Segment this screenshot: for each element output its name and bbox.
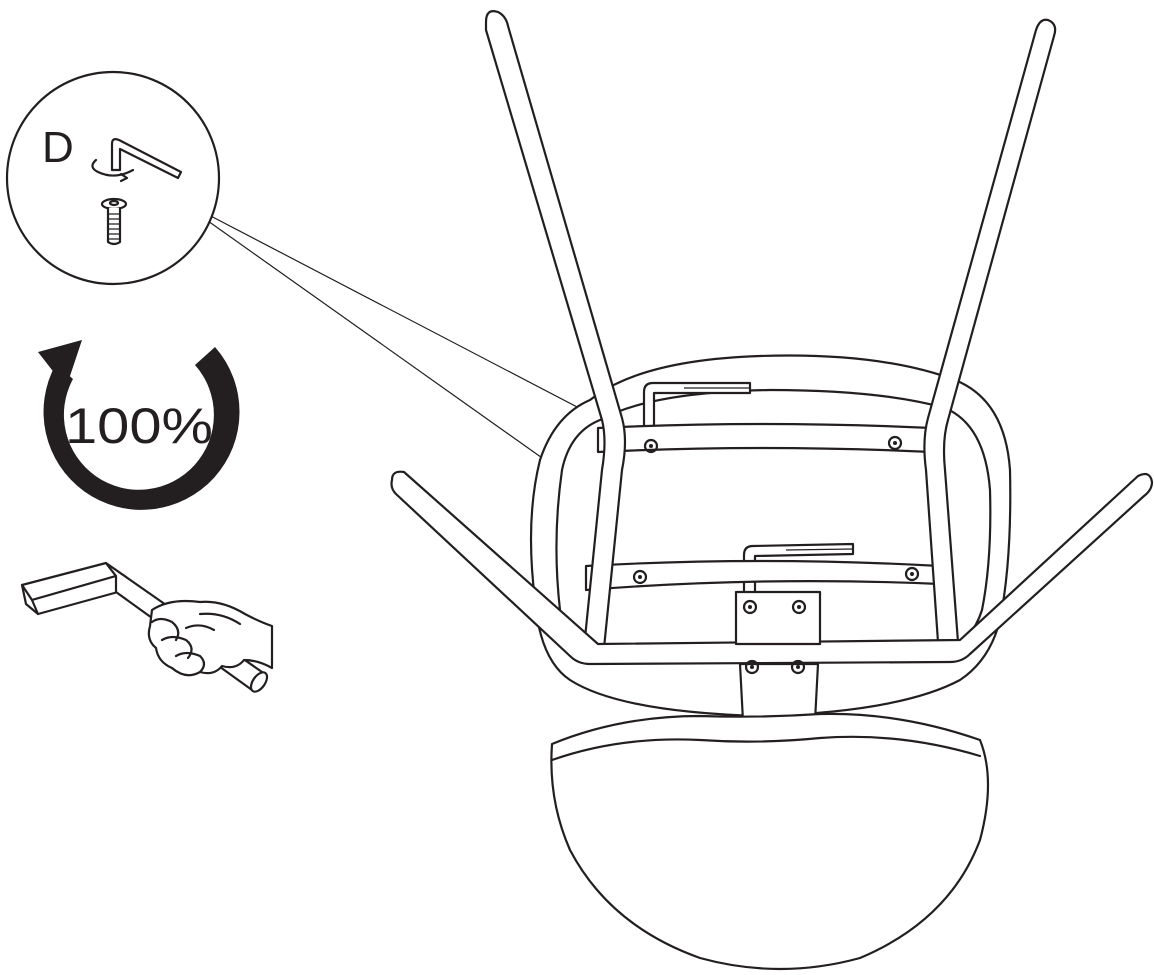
chair-seat-inner bbox=[555, 388, 992, 662]
allen-key-icon bbox=[91, 138, 183, 183]
mounting-plate bbox=[734, 590, 822, 646]
bolt-hole bbox=[744, 659, 760, 675]
bolt-hole bbox=[887, 435, 903, 451]
chair-backrest bbox=[550, 712, 990, 971]
allen-key-icon bbox=[742, 542, 855, 598]
detail-callout: D bbox=[5, 70, 221, 286]
part-letter: D bbox=[42, 123, 74, 172]
bolt-hole bbox=[904, 566, 920, 582]
bolt-hole bbox=[790, 659, 806, 675]
bolt-hole bbox=[643, 438, 659, 454]
hand-tightening-allen-key-icon bbox=[20, 561, 274, 693]
upper-crossbar bbox=[596, 422, 934, 454]
bolt-hole bbox=[742, 599, 758, 615]
bolt-icon bbox=[100, 197, 128, 246]
bolt-hole bbox=[791, 599, 807, 615]
rotate-arrow-icon bbox=[43, 347, 240, 510]
bolt-hole bbox=[632, 569, 648, 585]
tighten-percent-label: 100% bbox=[65, 398, 213, 454]
chair-upside-down bbox=[390, 10, 1154, 971]
tighten-indicator: 100% bbox=[38, 340, 240, 510]
back-legs bbox=[484, 10, 1057, 650]
allen-key-icon bbox=[642, 381, 752, 436]
front-legs bbox=[390, 470, 1154, 666]
